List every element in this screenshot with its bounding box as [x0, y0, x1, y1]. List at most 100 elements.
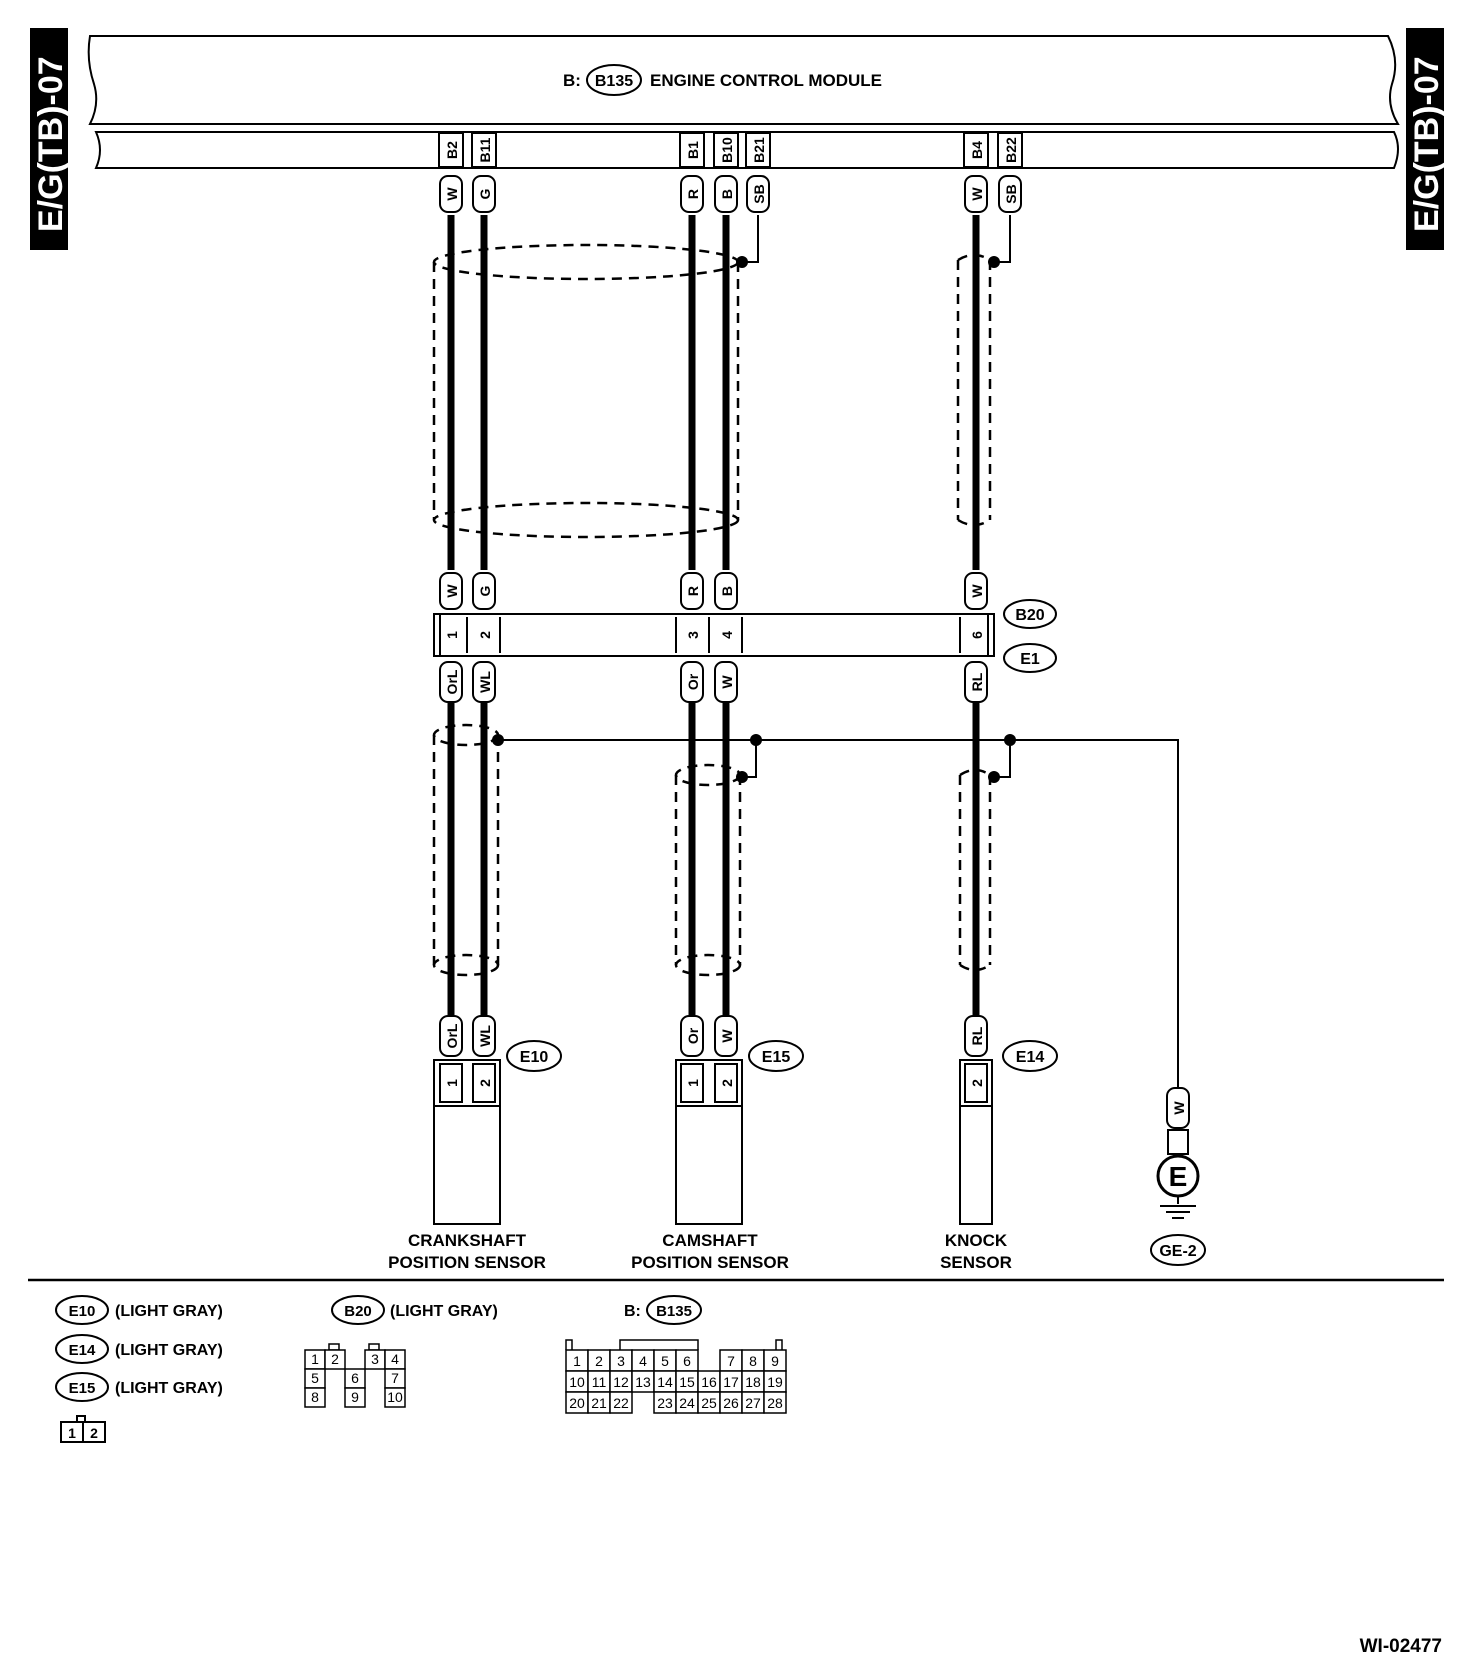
- svg-text:3: 3: [685, 631, 701, 639]
- drain-b21: [742, 215, 759, 263]
- joint-pin-1: W 1 OrL: [439, 572, 468, 703]
- svg-text:B11: B11: [477, 137, 493, 162]
- b135-pin-21: 21: [591, 1395, 607, 1411]
- svg-text:E14: E14: [69, 1342, 96, 1359]
- svg-text:E10: E10: [69, 1303, 96, 1320]
- ecm-pin-b21: B21 SB: [745, 132, 771, 213]
- b135-pin-18: 18: [745, 1374, 761, 1390]
- sensor-camshaft: Or W E15 1 2 CAMSHAFT POSITION SENSOR: [631, 1015, 804, 1272]
- b135-pin-28: 28: [767, 1395, 783, 1411]
- svg-text:G: G: [477, 188, 493, 199]
- svg-text:W: W: [719, 675, 735, 689]
- svg-text:B2: B2: [444, 141, 460, 159]
- svg-text:E10: E10: [520, 1049, 549, 1066]
- svg-text:B: B: [719, 189, 735, 199]
- b135-pin-17: 17: [723, 1374, 739, 1390]
- drain-b22: [994, 215, 1011, 263]
- b135-pin-11: 11: [592, 1374, 607, 1390]
- b135-pin-27: 27: [745, 1395, 761, 1411]
- b135-pin-7: 7: [727, 1353, 735, 1369]
- b135-pin-16: 16: [701, 1374, 717, 1390]
- e1-badge: [1003, 643, 1057, 673]
- svg-text:2: 2: [477, 631, 493, 639]
- b135-pin-2: 2: [595, 1353, 603, 1369]
- side-tab-right: E/G(TB)-07: [1406, 28, 1446, 250]
- svg-text:RL: RL: [969, 672, 985, 691]
- b135-pin-25: 25: [701, 1395, 717, 1411]
- svg-text:2: 2: [477, 1079, 493, 1087]
- svg-text:RL: RL: [969, 1026, 985, 1045]
- svg-text:OrL: OrL: [444, 1023, 460, 1048]
- camshaft-label-2: POSITION SENSOR: [631, 1253, 789, 1272]
- svg-text:SB: SB: [751, 184, 767, 203]
- drain-b21-dot: [736, 256, 748, 268]
- b20-pin-4: 4: [391, 1351, 399, 1367]
- b20-cell-10: [384, 1387, 406, 1408]
- ecm-prefix: B:: [563, 71, 581, 90]
- svg-text:SB: SB: [1003, 184, 1019, 203]
- svg-text:W: W: [719, 1029, 735, 1043]
- b20-cell-8: [304, 1387, 326, 1408]
- svg-text:E15: E15: [762, 1049, 791, 1066]
- svg-text:(LIGHT GRAY): (LIGHT GRAY): [390, 1303, 498, 1320]
- svg-text:B: B: [719, 586, 735, 596]
- svg-text:WL: WL: [477, 1025, 493, 1047]
- b135-pin-8: 8: [749, 1353, 757, 1369]
- shield-lower-cam: [674, 763, 742, 977]
- svg-text:2: 2: [719, 1079, 735, 1087]
- b20-pin-6: 6: [351, 1370, 359, 1386]
- svg-text:B135: B135: [656, 1303, 692, 1320]
- svg-text:2: 2: [969, 1079, 985, 1087]
- ecm-pin-b4: B4 W: [963, 132, 989, 213]
- b20-cell-9: [344, 1387, 366, 1408]
- b135-pin-1: 1: [573, 1353, 581, 1369]
- ecm-pin-b11: B11 G: [471, 132, 497, 213]
- ecm-pin-b1: B1 R: [679, 132, 705, 213]
- ecm-pin-labels: B2 W B11 G B1 R B10 B B21 SB: [438, 132, 1023, 213]
- sensor-knock: RL E14 2 KNOCK SENSOR: [940, 1015, 1058, 1272]
- ecm-module: B: B135 ENGINE CONTROL MODULE: [87, 35, 1400, 169]
- side-tab-left-label: E/G(TB)-07: [32, 56, 70, 232]
- svg-text:B1: B1: [685, 141, 701, 159]
- b135-pin-6: 6: [683, 1353, 691, 1369]
- svg-text:W: W: [444, 584, 460, 598]
- b135-pin-14: 14: [657, 1374, 673, 1390]
- b135-pin-20: 20: [569, 1395, 585, 1411]
- shield-lower-knock: [958, 768, 992, 972]
- svg-text:2: 2: [90, 1425, 98, 1441]
- crankshaft-label-2: POSITION SENSOR: [388, 1253, 546, 1272]
- shield-upper-knock: [956, 253, 992, 527]
- b135-pin-24: 24: [679, 1395, 695, 1411]
- b20-pin-9: 9: [351, 1389, 359, 1405]
- b135-cell-22: [609, 1391, 633, 1414]
- svg-text:B20: B20: [344, 1303, 372, 1320]
- svg-text:B4: B4: [969, 141, 985, 159]
- joint-connector: B20 E1 W 1 OrL G 2 WL R 3 Or: [433, 572, 1057, 703]
- legend-e-connectors: E10 (LIGHT GRAY) E14 (LIGHT GRAY) E15 (L…: [55, 1295, 223, 1443]
- e15-badge: [748, 1040, 804, 1072]
- b135-pin-5: 5: [661, 1353, 669, 1369]
- svg-text:E15: E15: [69, 1380, 96, 1397]
- b20-badge: [1003, 599, 1057, 629]
- b135-cell-28: [763, 1391, 787, 1414]
- svg-text:1: 1: [444, 1079, 460, 1087]
- b20-pin-1: 1: [311, 1351, 319, 1367]
- svg-text:W: W: [1171, 1101, 1187, 1115]
- svg-text:4: 4: [719, 631, 735, 639]
- svg-text:GE-2: GE-2: [1159, 1243, 1196, 1260]
- shield-lower-crank: [432, 723, 500, 977]
- svg-text:B20: B20: [1015, 607, 1044, 624]
- joint-pin-4: B 4 W: [714, 572, 743, 703]
- side-tab-right-label: E/G(TB)-07: [1408, 56, 1446, 232]
- ecm-title: ENGINE CONTROL MODULE: [650, 71, 882, 90]
- svg-text:W: W: [444, 187, 460, 201]
- svg-text:B22: B22: [1003, 137, 1019, 163]
- svg-text:(LIGHT GRAY): (LIGHT GRAY): [115, 1342, 223, 1359]
- svg-text:OrL: OrL: [444, 669, 460, 694]
- svg-text:R: R: [685, 586, 701, 596]
- b135-pin-15: 15: [679, 1374, 695, 1390]
- sensor-crankshaft: OrL WL E10 1 2 CRANKSHAFT POSITION SENSO…: [388, 1015, 562, 1272]
- joint-pin-2: G 2 WL: [472, 572, 501, 703]
